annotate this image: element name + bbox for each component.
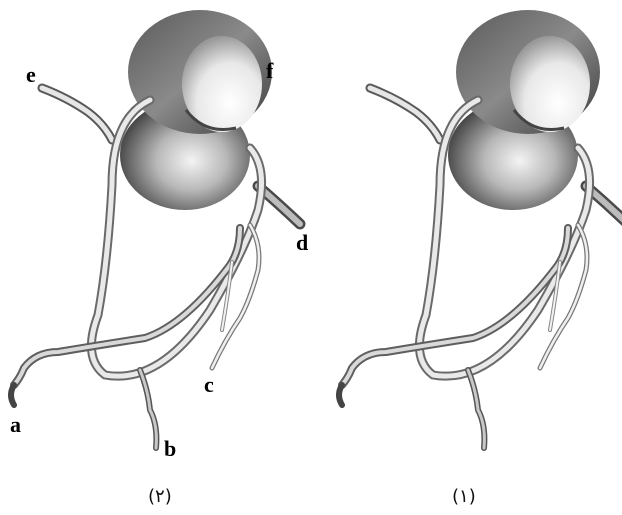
panel-1-heart-model <box>339 10 622 448</box>
caption-panel-1: (١) <box>452 486 476 507</box>
caption-panel-2: (٢) <box>148 486 172 507</box>
panel-2-heart-model <box>11 10 300 448</box>
label-b: b <box>164 436 176 461</box>
label-a: a <box>10 412 21 437</box>
label-d: d <box>296 230 308 255</box>
label-e: e <box>26 62 36 87</box>
label-c: c <box>204 372 214 397</box>
label-f: f <box>266 58 274 83</box>
